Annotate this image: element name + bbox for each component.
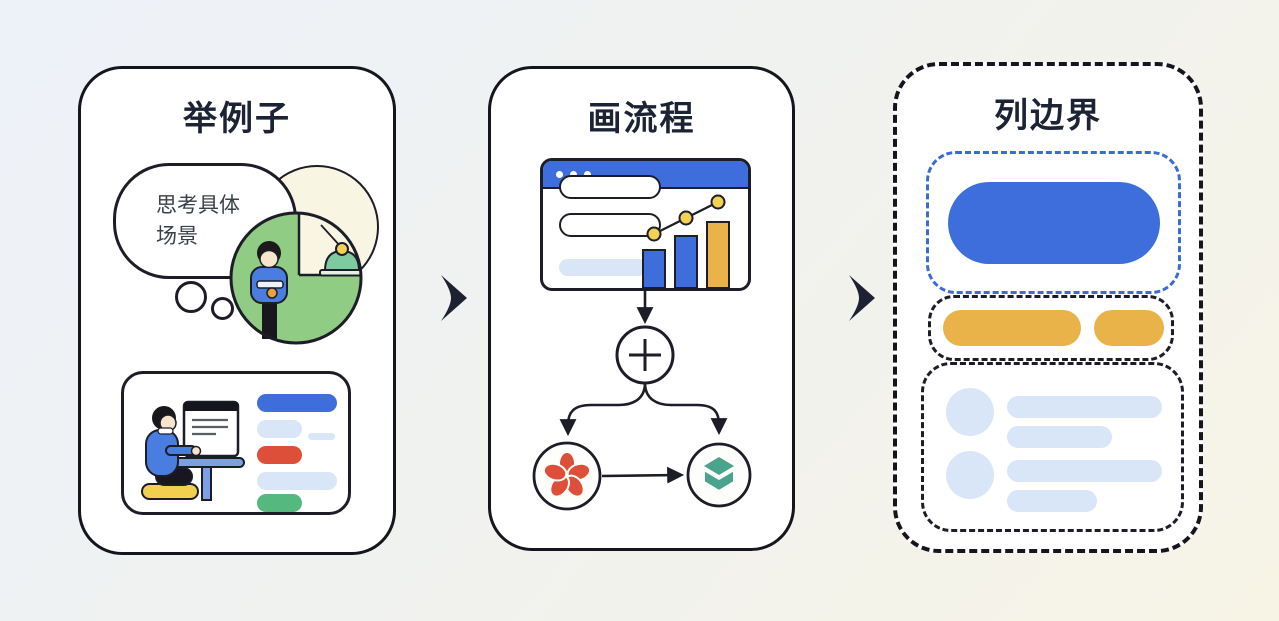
edge-plus-to-layers xyxy=(643,382,728,436)
card-row-light-long xyxy=(257,472,337,490)
card-row-blue xyxy=(257,394,337,412)
window-dot-icon xyxy=(556,170,563,178)
list-item-bar xyxy=(1007,396,1162,418)
panel-examples-title: 举例子 xyxy=(183,99,291,139)
thought-dot-large xyxy=(175,281,207,313)
list-item-bar xyxy=(1007,460,1162,482)
plus-icon xyxy=(629,339,661,371)
flower-logo-node xyxy=(532,441,602,511)
browser-field-2 xyxy=(559,213,661,237)
thought-dot-small xyxy=(211,297,234,320)
layers-node xyxy=(686,442,752,508)
sitting-person xyxy=(141,406,202,500)
tag-pill-short xyxy=(1094,310,1164,346)
plus-node xyxy=(615,325,675,385)
standing-person xyxy=(250,241,288,339)
thought-bubble-text: 思考具体场景 xyxy=(156,192,240,249)
bar-chart-icon xyxy=(642,194,730,288)
laptop-icon xyxy=(182,400,240,458)
list-item-avatar xyxy=(946,451,994,499)
window-dot-icon xyxy=(570,170,577,178)
panel-boundaries-title: 列边界 xyxy=(994,96,1102,136)
primary-boundary-box xyxy=(926,151,1181,294)
card-row-red xyxy=(257,446,302,464)
browser-field-3 xyxy=(559,259,647,276)
tags-boundary-box xyxy=(928,295,1174,361)
tag-pill-long xyxy=(943,310,1081,346)
primary-blue-pill xyxy=(947,181,1160,264)
card-row-light-small xyxy=(308,433,335,440)
layers-icon xyxy=(703,457,735,493)
browser-field-1 xyxy=(559,175,661,199)
step-arrow-1 xyxy=(405,275,467,321)
list-item-bar xyxy=(1007,490,1097,512)
panel-flow: 画流程 xyxy=(488,66,795,551)
flowchart-graph xyxy=(532,291,752,511)
example-card xyxy=(121,371,351,515)
step-arrow-2 xyxy=(813,275,875,321)
edge-plus-to-flower xyxy=(559,382,647,437)
desk-lamp-icon xyxy=(319,224,361,277)
list-item-bar xyxy=(1007,426,1112,448)
person-at-desk-illustration xyxy=(141,400,245,501)
list-boundary-box xyxy=(921,362,1184,532)
window-dot-icon xyxy=(584,170,591,178)
list-item-avatar xyxy=(946,388,994,436)
desk xyxy=(167,457,245,501)
thinking-person-illustration xyxy=(229,211,363,345)
thought-bubble: 思考具体场景 xyxy=(113,163,297,279)
edge-flower-to-layers xyxy=(601,466,685,484)
card-row-light xyxy=(257,420,302,438)
browser-window xyxy=(540,158,751,291)
panel-examples: 举例子 思考具体场景 xyxy=(78,66,396,555)
flower-icon xyxy=(542,451,592,498)
panel-boundaries: 列边界 xyxy=(893,62,1203,553)
card-row-green xyxy=(257,494,302,512)
panel-flow-title: 画流程 xyxy=(587,99,696,139)
